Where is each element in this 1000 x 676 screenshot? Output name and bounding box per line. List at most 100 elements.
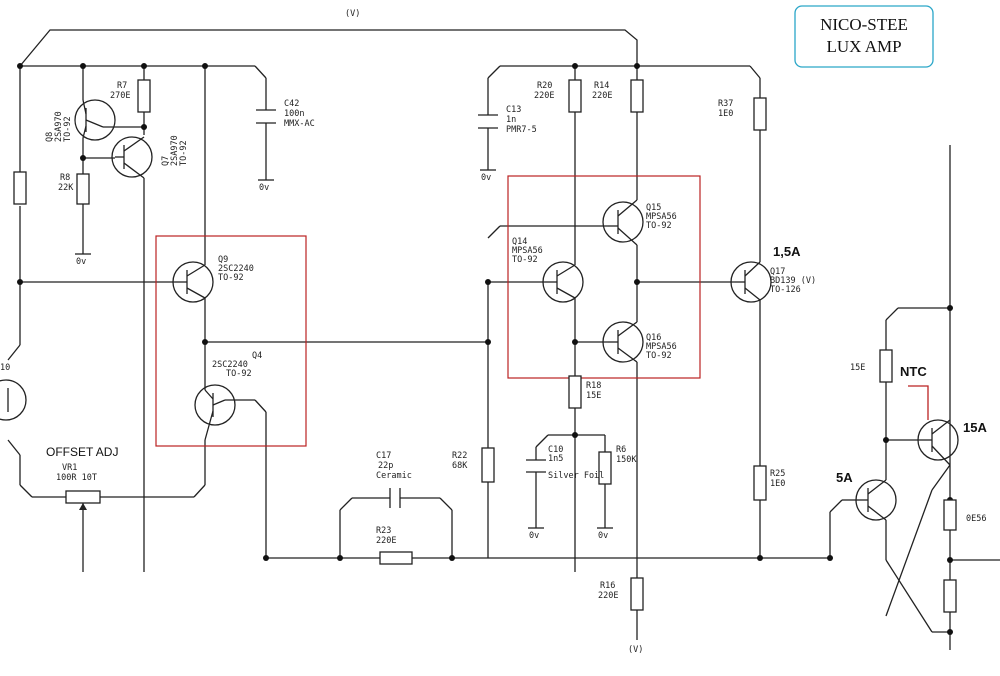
svg-text:TO-92: TO-92: [218, 273, 244, 283]
svg-text:MPSA56: MPSA56: [646, 212, 677, 222]
q17-current-label: 1,5A: [773, 244, 801, 259]
c17-label: C17 22p Ceramic: [376, 451, 412, 481]
svg-text:2SC2240: 2SC2240: [218, 264, 254, 274]
svg-text:R22: R22: [452, 451, 467, 461]
svg-text:Q8: Q8: [45, 132, 55, 142]
c10-label: C10 1n5 Silver Foil: [548, 445, 604, 481]
gnd-label-c10: 0v: [529, 531, 539, 541]
q16-label: Q16 MPSA56 TO-92: [646, 333, 677, 361]
svg-text:TO-126: TO-126: [770, 285, 801, 295]
svg-text:2SC2240: 2SC2240: [212, 360, 248, 370]
svg-text:R6: R6: [616, 445, 626, 455]
q15-label: Q15 MPSA56 TO-92: [646, 203, 677, 231]
q17-label: Q17 BD139 (V) TO-126: [770, 267, 816, 295]
r25-label: R25 1E0: [770, 469, 785, 489]
svg-text:Q9: Q9: [218, 255, 228, 265]
q15-transistor: [602, 199, 644, 246]
svg-text:C13: C13: [506, 105, 521, 115]
r16-label: R16 220E: [598, 581, 618, 601]
q16-transistor: [602, 321, 644, 363]
q9-q4-group-box: [155, 235, 307, 447]
q8-transistor: [74, 99, 116, 141]
svg-text:220E: 220E: [592, 91, 612, 101]
r15e-label: 15E: [850, 363, 865, 373]
svg-text:Ceramic: Ceramic: [376, 471, 412, 481]
title-line1: NICO-STEE: [820, 15, 908, 34]
svg-text:R37: R37: [718, 99, 733, 109]
ntc-label: NTC: [900, 364, 927, 379]
bottom-rail-label: (V): [628, 645, 643, 655]
q7-label: Q7 2SA970 TO-92: [161, 135, 189, 166]
out-5a-label: 5A: [836, 470, 853, 485]
q10-label: 10: [0, 363, 10, 373]
c13-label: C13 1n PMR7-5: [506, 105, 537, 135]
q4-transistor: [194, 384, 236, 441]
svg-text:TO-92: TO-92: [512, 255, 538, 265]
svg-text:22p: 22p: [378, 461, 393, 471]
capacitors: [256, 109, 546, 508]
svg-text:PMR7-5: PMR7-5: [506, 125, 537, 135]
svg-text:1E0: 1E0: [770, 479, 785, 489]
svg-text:220E: 220E: [534, 91, 554, 101]
gnd-label-c42: 0v: [259, 183, 269, 193]
svg-text:100R 10T: 100R 10T: [56, 473, 97, 483]
svg-text:150K: 150K: [616, 455, 637, 465]
r0e56-label: 0E56: [966, 514, 986, 524]
r6-label: R6 150K: [616, 445, 637, 465]
gnd-label-r6: 0v: [598, 531, 608, 541]
r20-label: R20 220E: [534, 81, 554, 101]
svg-text:1E0: 1E0: [718, 109, 733, 119]
resistors: [13, 79, 957, 613]
svg-text:Q14: Q14: [512, 237, 527, 247]
svg-text:MPSA56: MPSA56: [512, 246, 543, 256]
title-box: [794, 5, 934, 68]
svg-text:Q16: Q16: [646, 333, 661, 343]
svg-text:R23: R23: [376, 526, 391, 536]
vr1-label: VR1 100R 10T: [56, 463, 97, 483]
svg-text:C17: C17: [376, 451, 391, 461]
junctions: [17, 63, 953, 635]
top-rail-label: (V): [345, 9, 360, 19]
svg-text:100n: 100n: [284, 109, 304, 119]
svg-text:R8: R8: [60, 173, 70, 183]
c42-label: C42 100n MMX-AC: [284, 99, 315, 129]
offset-adj-label: OFFSET ADJ: [46, 445, 118, 459]
gnd-label-r8: 0v: [76, 257, 86, 267]
svg-text:TO-92: TO-92: [646, 351, 672, 361]
r18-label: R18 15E: [586, 381, 601, 401]
out-15a-label: 15A: [963, 420, 987, 435]
svg-text:270E: 270E: [110, 91, 130, 101]
r37-label: R37 1E0: [718, 99, 733, 119]
svg-text:R18: R18: [586, 381, 601, 391]
driver-5a-transistor: [855, 479, 897, 521]
svg-text:TO-92: TO-92: [179, 140, 189, 166]
q17-transistor: [730, 261, 772, 303]
q10-transistor: [0, 379, 27, 421]
gnd-label-c13: 0v: [481, 173, 491, 183]
svg-text:Q4: Q4: [252, 351, 262, 361]
svg-text:TO-92: TO-92: [226, 369, 252, 379]
svg-text:MMX-AC: MMX-AC: [284, 119, 315, 129]
svg-text:220E: 220E: [598, 591, 618, 601]
wires: [7, 29, 1000, 650]
svg-text:68K: 68K: [452, 461, 468, 471]
q14-transistor: [542, 261, 584, 303]
q9-transistor: [172, 261, 214, 303]
r14-label: R14 220E: [592, 81, 612, 101]
svg-text:Q7: Q7: [161, 156, 171, 166]
q8-label: Q8 2SA970 TO-92: [45, 111, 73, 142]
svg-text:R25: R25: [770, 469, 785, 479]
ground-symbols: [75, 169, 613, 529]
svg-text:220E: 220E: [376, 536, 396, 546]
r8-label: R8 22K: [58, 173, 74, 193]
q14-label: Q14 MPSA56 TO-92: [512, 237, 543, 265]
title-line2: LUX AMP: [826, 37, 901, 56]
svg-text:C10: C10: [548, 445, 563, 455]
svg-text:2SA970: 2SA970: [170, 135, 180, 166]
svg-text:MPSA56: MPSA56: [646, 342, 677, 352]
svg-text:1n: 1n: [506, 115, 516, 125]
q7-transistor: [111, 136, 153, 179]
svg-text:2SA970: 2SA970: [54, 111, 64, 142]
svg-text:1n5: 1n5: [548, 454, 563, 464]
